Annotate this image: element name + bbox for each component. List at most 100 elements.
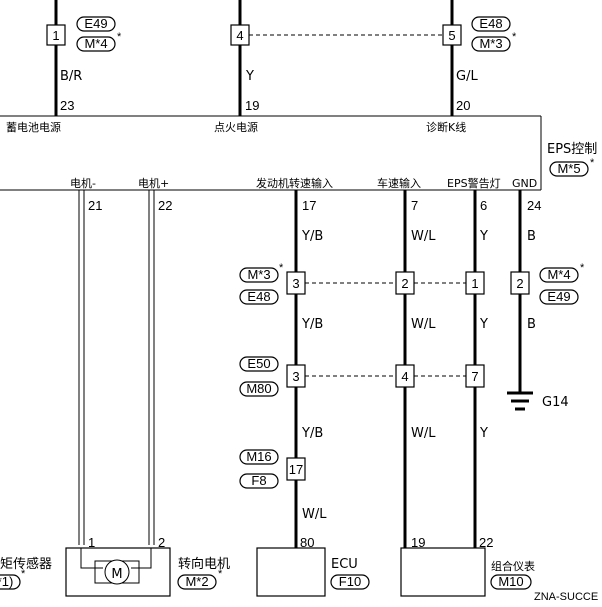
tag-top-left-1 xyxy=(76,16,116,32)
star-r1-gnd: * xyxy=(580,262,585,274)
pin-name-engine-speed: 发动机转速输入 xyxy=(256,176,333,190)
tag-r1-2 xyxy=(239,289,279,305)
tag-top-left-2-text: M*4 xyxy=(84,36,107,51)
eps-tag-text: M*5 xyxy=(557,161,580,176)
connector-r1-gnd xyxy=(510,271,530,295)
ecu-name: ECU xyxy=(331,557,358,572)
tag-top-right-1 xyxy=(471,16,511,32)
tag-r1-gnd-2 xyxy=(539,289,579,305)
eps-tag xyxy=(549,161,589,177)
motor-name: 转向电机 xyxy=(178,556,230,572)
ground-label: G14 xyxy=(542,395,569,410)
pin-name-motor-plus: 电机+ xyxy=(138,176,169,190)
tag-r1-1-text: M*3 xyxy=(247,267,270,282)
tag-r2-1 xyxy=(239,356,279,372)
connector-top-mid-pin: 4 xyxy=(236,28,243,43)
connector-r2-wl-pin: 7 xyxy=(471,369,478,384)
wire-color-top-right: G/L xyxy=(456,69,478,84)
star-top-right: * xyxy=(512,31,517,43)
tag-r1-gnd-1-text: M*4 xyxy=(547,267,570,282)
wire-color-top-left: B/R xyxy=(60,69,82,84)
connector-r3-es-pin: 17 xyxy=(289,462,303,477)
motor-star: * xyxy=(218,568,223,580)
tag-r2-2-text: M80 xyxy=(246,381,271,396)
tag-r3-2 xyxy=(239,473,279,489)
wire-color-vs-1: W/L xyxy=(411,229,436,244)
cluster-name: 组合仪表 xyxy=(491,559,535,573)
wire-color-es-3: Y/B xyxy=(301,426,323,441)
pin-motor-minus: 21 xyxy=(88,198,102,213)
wire-color-gnd-1: B xyxy=(527,229,536,244)
pin-name-gnd: GND xyxy=(512,177,537,190)
tag-r3-2-text: F8 xyxy=(251,473,266,488)
tag-top-right-1-text: E48 xyxy=(479,16,502,31)
wire-color-vs-2: W/L xyxy=(411,317,436,332)
pin-warn-lamp: 6 xyxy=(480,198,487,213)
cluster-tag-text: M10 xyxy=(498,574,523,589)
star-top-left: * xyxy=(117,31,122,43)
connector-r2-vs-pin: 4 xyxy=(401,369,408,384)
ecu-pin-top-right: 20 xyxy=(456,98,470,113)
pin-name-ignition: 点火电源 xyxy=(214,120,258,134)
connector-r1-vs-pin: 2 xyxy=(401,276,408,291)
footer-code: ZNA-SUCCE xyxy=(534,591,598,603)
star-r1: * xyxy=(279,262,284,274)
wire-color-wl-2: Y xyxy=(479,317,488,332)
ecu-box xyxy=(256,547,326,597)
ecu-pin: 80 xyxy=(300,535,314,550)
cluster-pin-2: 22 xyxy=(479,535,493,550)
eps-module-title: EPS控制 xyxy=(547,142,597,157)
wire-color-vs-3: W/L xyxy=(411,426,436,441)
ecu-tag-text: F10 xyxy=(339,574,361,589)
pin-name-motor-minus: 电机- xyxy=(70,176,96,190)
pin-motor-plus: 22 xyxy=(158,198,172,213)
cluster-pin-1: 19 xyxy=(411,535,425,550)
connector-r1-gnd-pin: 2 xyxy=(516,276,523,291)
tag-r1-2-text: E48 xyxy=(247,289,270,304)
tag-r3-1 xyxy=(239,449,279,465)
wire-color-wl-3: Y xyxy=(479,426,488,441)
motor-tag-text: M*2 xyxy=(185,574,208,589)
wire-color-es-1: Y/B xyxy=(301,229,323,244)
torque-sensor-tag xyxy=(0,574,21,590)
motor-icon xyxy=(104,559,130,585)
wire-color-es-4: W/L xyxy=(302,507,327,522)
cluster-box xyxy=(400,547,486,597)
motor-symbol: M xyxy=(111,567,122,582)
connector-r2-es-pin: 3 xyxy=(292,369,299,384)
pin-name-diag: 诊断K线 xyxy=(426,120,466,134)
tag-r1-gnd-2-text: E49 xyxy=(547,289,570,304)
pin-vehicle-speed: 7 xyxy=(411,198,418,213)
ecu-tag xyxy=(330,574,370,590)
motor-lead-left xyxy=(80,548,103,569)
motor-pin-2: 2 xyxy=(158,535,165,550)
tag-top-right-2 xyxy=(471,36,511,52)
tag-r1-gnd-1 xyxy=(539,267,579,283)
cluster-tag xyxy=(490,574,532,590)
wire-color-wl-1: Y xyxy=(479,229,488,244)
connector-r1-es-pin: 3 xyxy=(292,276,299,291)
tag-r2-2 xyxy=(239,381,279,397)
tag-top-left-1-text: E49 xyxy=(84,16,107,31)
connector-top-left xyxy=(46,24,66,46)
tag-r3-1-text: M16 xyxy=(246,449,271,464)
ecu-pin-top-left: 23 xyxy=(60,98,74,113)
ecu-pin-top-mid: 19 xyxy=(245,98,259,113)
motor-lead-right xyxy=(131,548,152,569)
motor-pin-1: 1 xyxy=(88,535,95,550)
wire-color-top-mid: Y xyxy=(245,69,254,84)
torque-sensor-name: 矩传感器 xyxy=(0,556,52,572)
pin-engine-speed: 17 xyxy=(302,198,316,213)
connector-top-right xyxy=(442,24,462,46)
tag-r1-1 xyxy=(239,267,279,283)
connector-top-right-pin: 5 xyxy=(448,28,455,43)
pin-name-battery: 蓄电池电源 xyxy=(6,120,61,134)
tag-r2-1-text: E50 xyxy=(247,356,270,371)
tag-top-left-2 xyxy=(76,36,116,52)
motor-tag xyxy=(177,574,217,590)
tag-top-right-2-text: M*3 xyxy=(479,36,502,51)
connector-r3-es xyxy=(286,457,306,481)
torque-sensor-tag-text: *1) xyxy=(0,574,13,589)
eps-star: * xyxy=(590,157,595,169)
